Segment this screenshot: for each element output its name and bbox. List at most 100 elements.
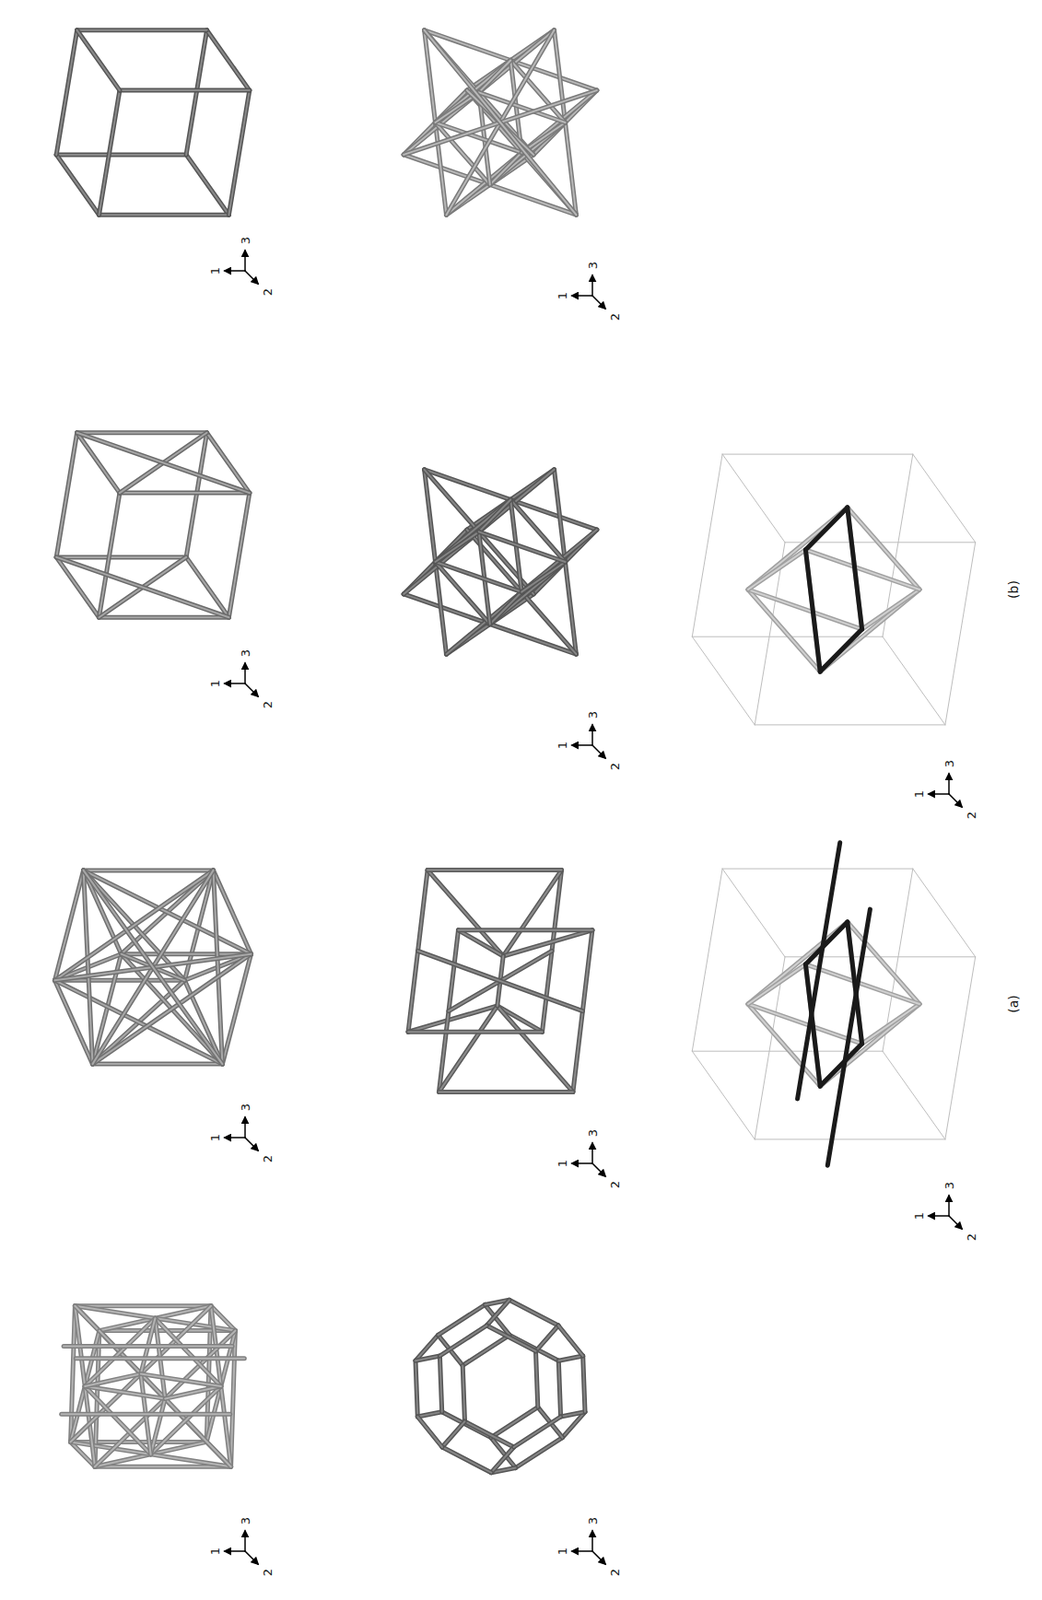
axis-arrow: [592, 1551, 606, 1565]
fully-braced-cell: [213, 870, 223, 1065]
unit-cell-outline: [722, 454, 914, 456]
axis-arrow: [572, 744, 593, 747]
kelvin-cell: [491, 1407, 539, 1439]
kelvin-cell: [439, 1325, 487, 1357]
rotated-truss-cell: [164, 1386, 222, 1399]
octahedron-cell: [862, 1004, 920, 1044]
axis-label: 2: [965, 811, 978, 820]
unit-cell-outline: [913, 454, 976, 543]
axis-arrow: [572, 1550, 593, 1553]
fully-braced-cell: [83, 870, 94, 1065]
star-cell: [467, 529, 577, 655]
simple-cubic-cell: [77, 30, 120, 91]
octet-cell: [490, 152, 522, 186]
kelvin-cell: [491, 1447, 515, 1474]
rotated-truss-cell: [84, 1374, 141, 1387]
unit-cell-outline: [722, 868, 785, 958]
axis-arrow: [591, 1531, 594, 1552]
octahedron-cell: [805, 507, 847, 551]
highlighted-struts: [805, 550, 820, 672]
fully-braced-cell: [55, 980, 94, 1065]
octahedron-cell: [862, 589, 920, 630]
axis-arrow: [592, 745, 606, 759]
axis-arrow: [591, 1143, 594, 1164]
octet-cell: [479, 60, 511, 94]
kagome-cell: [458, 930, 504, 957]
kelvin-cell: [561, 1412, 586, 1417]
octahedron-cell: [748, 550, 806, 590]
octet-cell: [490, 152, 522, 186]
star-cell: [521, 561, 565, 593]
axis-arrow: [591, 275, 594, 296]
octet-cell: [446, 152, 523, 216]
highlighted-struts: [847, 507, 863, 630]
panel-label: (b): [1006, 580, 1020, 599]
rotated-truss-cell: [151, 1398, 166, 1454]
kelvin-cell: [491, 1447, 515, 1474]
axis-arrow: [948, 773, 950, 795]
braced-cubic-cell: [99, 616, 230, 619]
rotated-truss-cell: [164, 1386, 222, 1399]
axis-label: 3: [239, 236, 252, 245]
axis-arrow: [245, 683, 258, 697]
unit-cell-outline: [945, 542, 976, 726]
simple-cubic-cell: [119, 88, 250, 94]
axis-label: 2: [261, 1155, 274, 1163]
kagome-cell: [418, 950, 584, 1011]
simple-cubic-cell: [56, 154, 99, 215]
axis-label: 1: [556, 741, 569, 750]
axis-label: 1: [556, 1159, 569, 1168]
kelvin-cell: [415, 1356, 440, 1361]
star-cell: [435, 531, 480, 562]
axis-arrow: [592, 295, 606, 309]
kagome-cell: [497, 1006, 574, 1092]
fully-braced-cell: [93, 1063, 223, 1066]
kelvin-cell: [417, 1412, 442, 1417]
fully-braced-cell: [83, 870, 223, 1065]
unit-cell-outline: [882, 1051, 946, 1140]
simple-cubic-cell: [207, 30, 250, 91]
axis-label: 2: [608, 1181, 621, 1189]
simple-cubic-cell: [56, 30, 77, 155]
kelvin-cell: [558, 1325, 584, 1357]
fully-braced-cell: [213, 870, 252, 955]
rotated-truss-cell: [151, 1398, 166, 1454]
kelvin-cell: [462, 1334, 510, 1366]
rotated-truss-cell: [84, 1386, 165, 1399]
octahedron-cell: [805, 964, 920, 1005]
kelvin-cell: [514, 1416, 562, 1448]
simple-cubic-cell: [56, 154, 99, 215]
braced-cubic-cell: [56, 433, 77, 558]
octahedron-cell: [748, 964, 806, 1005]
star-cell: [479, 531, 566, 562]
unit-cell-outline: [691, 636, 755, 726]
simple-cubic-cell: [56, 153, 187, 156]
unit-cell-outline: [882, 636, 946, 726]
simple-cubic-cell: [77, 29, 208, 32]
axis-arrow: [948, 1216, 962, 1230]
kelvin-cell: [442, 1421, 466, 1448]
rotated-truss-cell: [84, 1386, 165, 1399]
octet-cell: [424, 30, 577, 215]
star-cell: [479, 531, 566, 562]
axis-arrow: [948, 794, 962, 808]
kelvin-cell: [558, 1356, 583, 1361]
kelvin-cell: [486, 1325, 536, 1352]
star-cell: [490, 592, 522, 625]
star-cell: [467, 529, 577, 655]
axis-arrow: [928, 1215, 949, 1218]
kelvin-cell: [462, 1365, 465, 1422]
axis-label: 2: [965, 1233, 978, 1242]
kagome-cell: [439, 1089, 574, 1095]
simple-cubic-cell: [207, 30, 250, 91]
octahedron-cell: [819, 629, 862, 672]
kagome-cell: [418, 950, 584, 1011]
kelvin-cell: [536, 1325, 560, 1352]
panel-label: (a): [1006, 995, 1020, 1014]
axis-arrow: [244, 663, 246, 684]
rotated-truss-cell: [94, 1465, 232, 1468]
simple-cubic-cell: [228, 90, 249, 215]
braced-cubic-cell: [56, 433, 77, 558]
kelvin-cell: [462, 1365, 465, 1422]
kelvin-cell: [583, 1356, 586, 1413]
